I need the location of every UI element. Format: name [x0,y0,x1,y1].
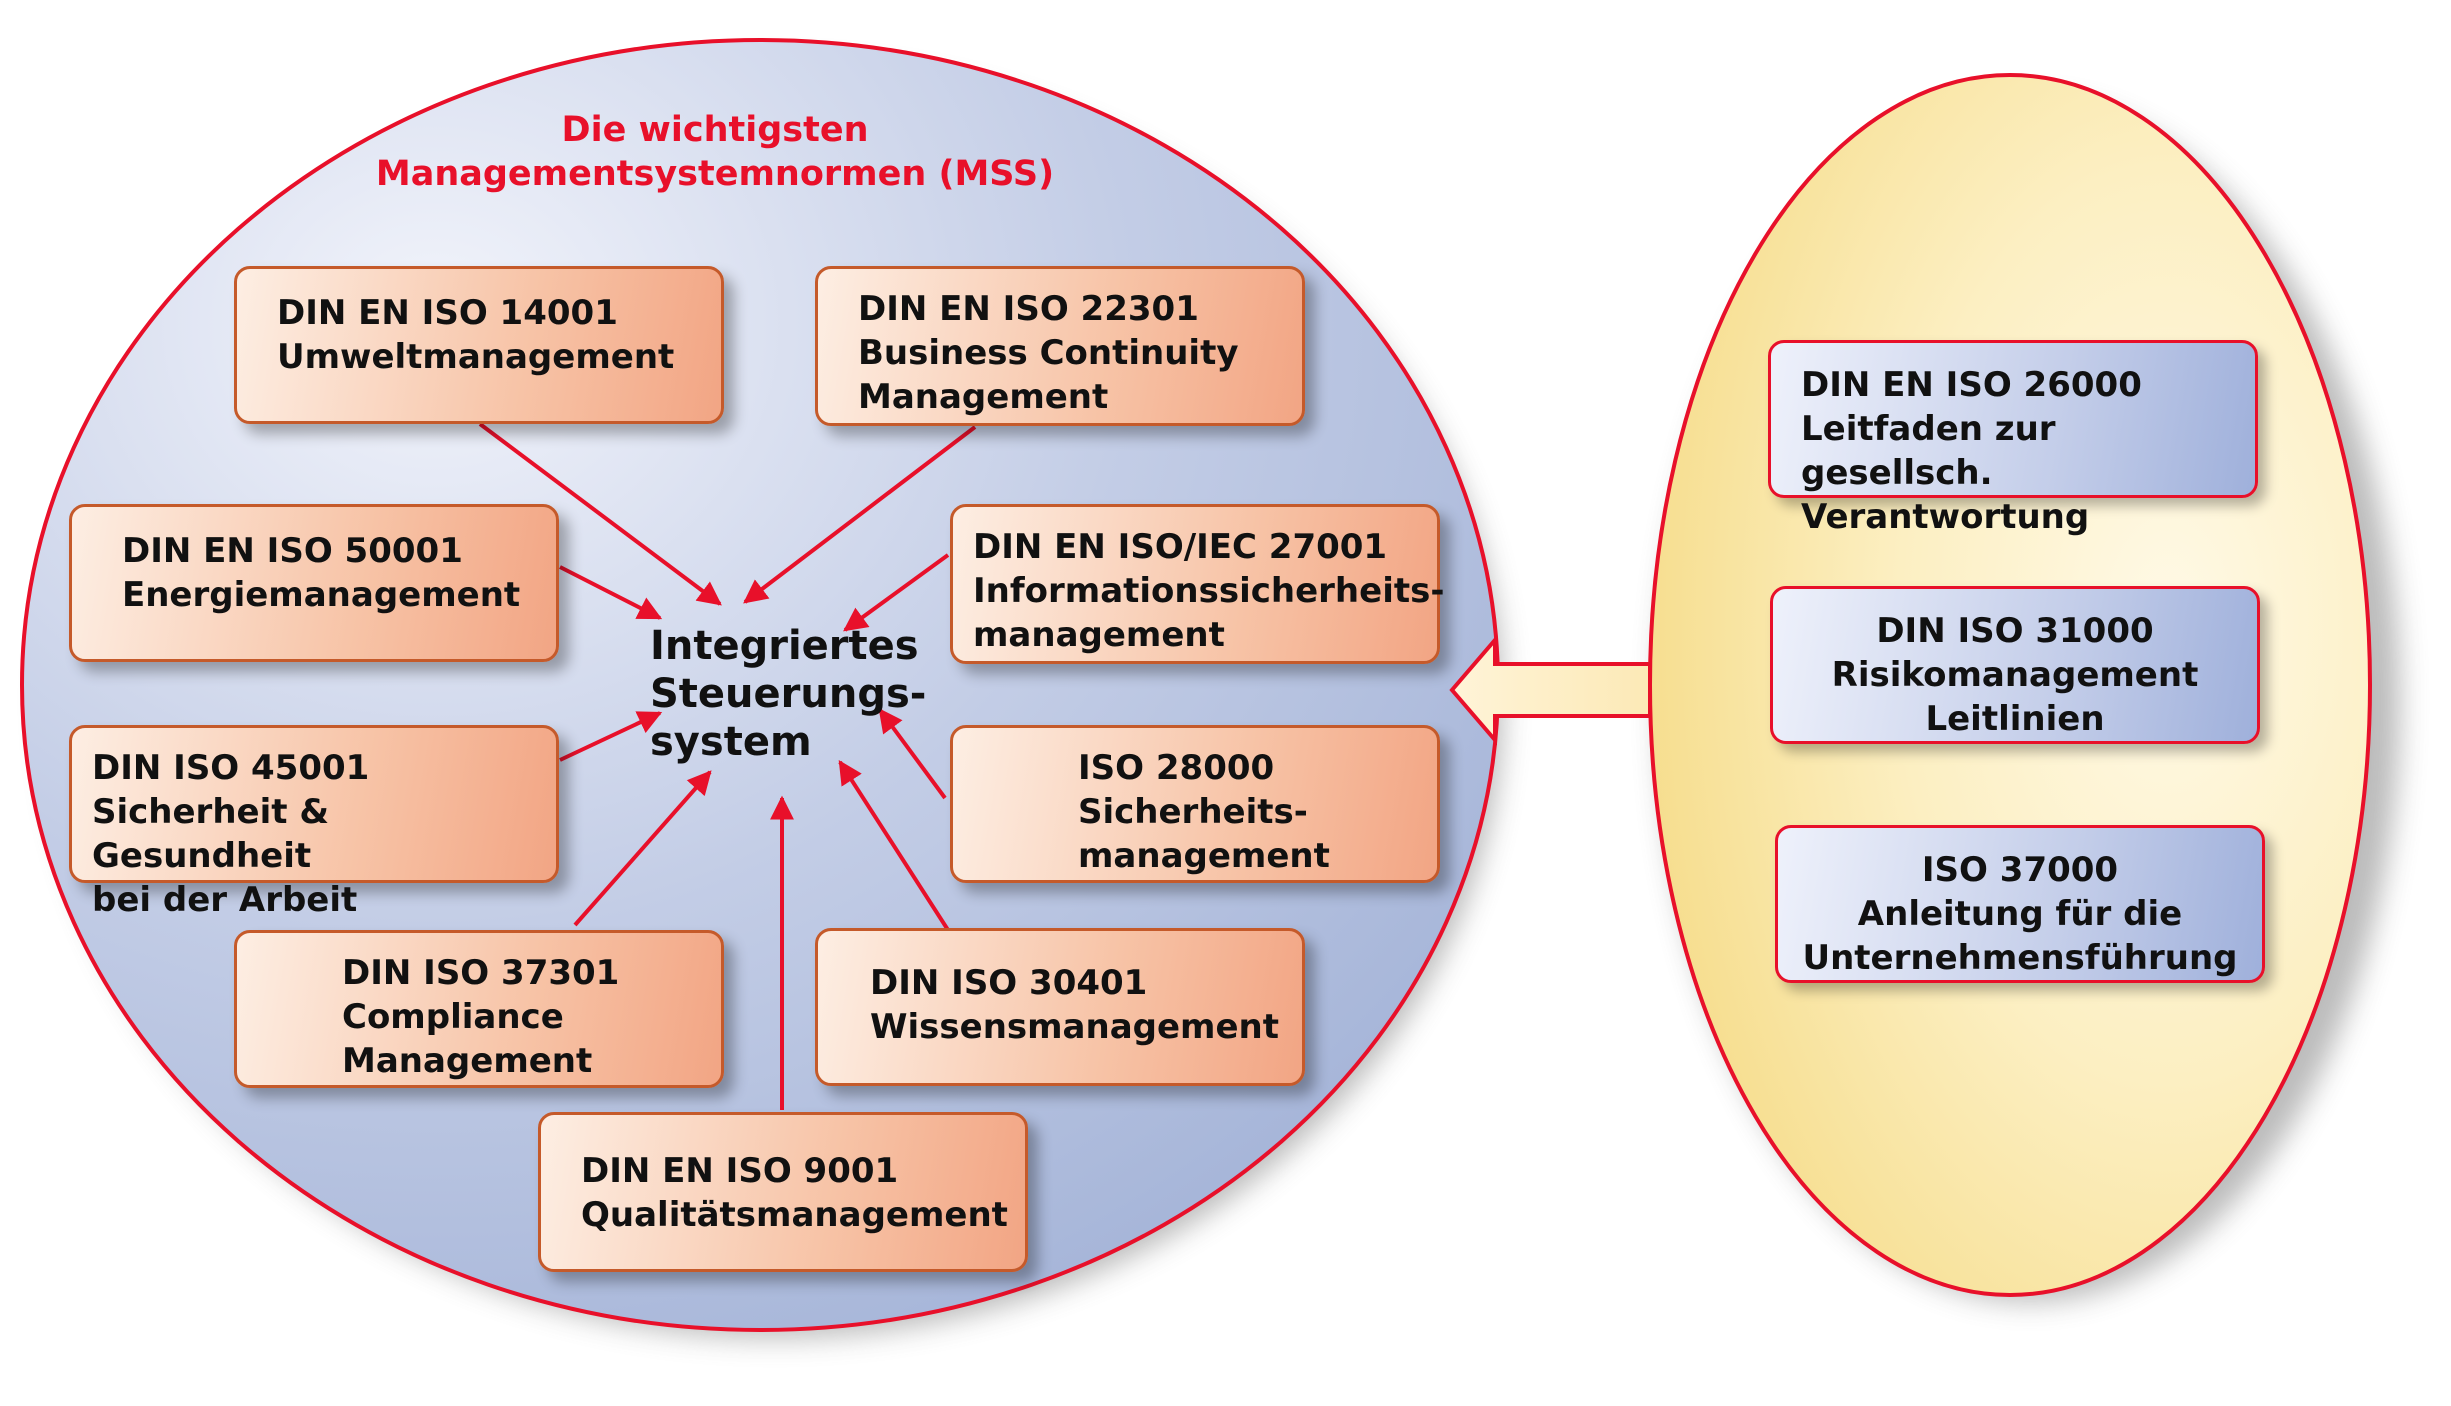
center-line: system [650,719,812,765]
box-line: DIN EN ISO 26000 [1801,365,2142,405]
box-line: Qualitätsmanagement [581,1195,1008,1235]
box-line: Anleitung für die [1857,894,2183,934]
box-line: DIN EN ISO 14001 [277,293,618,333]
box-line: Unternehmensführung [1802,938,2238,978]
box-line: Business Continuity [858,333,1239,373]
box-iso31000: DIN ISO 31000 Risikomanagement Leitlinie… [1770,586,2260,744]
box-iso26000: DIN EN ISO 26000 Leitfaden zur gesellsch… [1768,340,2258,537]
box-iso37000: ISO 37000 Anleitung für die Unternehmens… [1775,825,2265,983]
box-iso27001: DIN EN ISO/IEC 27001 Informationssicherh… [950,504,1445,664]
influence-arrow [1449,634,1652,746]
box-line: Informationssicherheits- [973,571,1445,611]
box-line: DIN ISO 37301 [342,953,620,993]
box-line: ISO 28000 [1078,748,1275,788]
box-line: bei der Arbeit [92,880,358,920]
box-line: Wissensmanagement [870,1007,1279,1047]
box-iso22301: DIN EN ISO 22301 Business Continuity Man… [815,266,1305,426]
box-line: DIN ISO 45001 [92,748,370,788]
box-iso28000: ISO 28000 Sicherheits- management [950,725,1440,883]
box-line: ISO 37000 [1921,850,2119,890]
box-line: management [1078,836,1330,876]
arrow-iso50001 [559,565,663,620]
box-line: Verantwortung [1801,497,2090,537]
box-line: management [973,615,1225,655]
title-line: Die wichtigsten [561,110,869,150]
box-iso37301: DIN ISO 37301 Compliance Management [234,930,724,1088]
box-line: DIN EN ISO/IEC 27001 [973,527,1388,567]
box-line: DIN EN ISO 22301 [858,289,1199,329]
box-line: Sicherheit & Gesundheit [92,792,329,876]
arrow-iso28000 [878,708,947,800]
box-line: DIN ISO 31000 [1876,611,2154,651]
arrow-iso37301 [573,770,712,927]
box-line: DIN EN ISO 9001 [581,1151,899,1191]
arrow-iso14001 [478,422,722,606]
box-line: Umweltmanagement [277,337,675,377]
box-line: Management [858,377,1109,417]
box-line: DIN EN ISO 50001 [122,531,463,571]
box-iso9001: DIN EN ISO 9001 Qualitätsmanagement [538,1112,1028,1272]
box-iso14001: DIN EN ISO 14001 Umweltmanagement [234,266,724,424]
arrow-iso22301 [743,425,977,604]
box-iso50001: DIN EN ISO 50001 Energiemanagement [69,504,559,662]
arrow-iso30401 [838,759,950,932]
box-line: Sicherheits- [1078,792,1308,832]
center-line: Integriertes [650,623,919,669]
box-line: Energiemanagement [122,575,521,615]
box-line: Leitlinien [1925,699,2105,739]
box-line: Management [342,1041,593,1081]
arrow-iso27001 [843,553,950,632]
center-line: Steuerungs- [650,671,927,717]
integrated-system-label: Integriertes Steuerungs- system [650,622,926,766]
box-iso45001: DIN ISO 45001 Sicherheit & Gesundheit be… [69,725,559,920]
box-line: DIN ISO 30401 [870,963,1148,1003]
arrow-iso45001 [559,711,663,762]
box-line: Compliance [342,997,564,1037]
box-line: Leitfaden zur gesellsch. [1801,409,2056,493]
diagram-title: Die wichtigsten Managementsystemnormen (… [300,108,1130,196]
box-line: Risikomanagement [1831,655,2199,695]
title-line: Managementsystemnormen (MSS) [375,154,1055,194]
box-iso30401: DIN ISO 30401 Wissensmanagement [815,928,1305,1086]
